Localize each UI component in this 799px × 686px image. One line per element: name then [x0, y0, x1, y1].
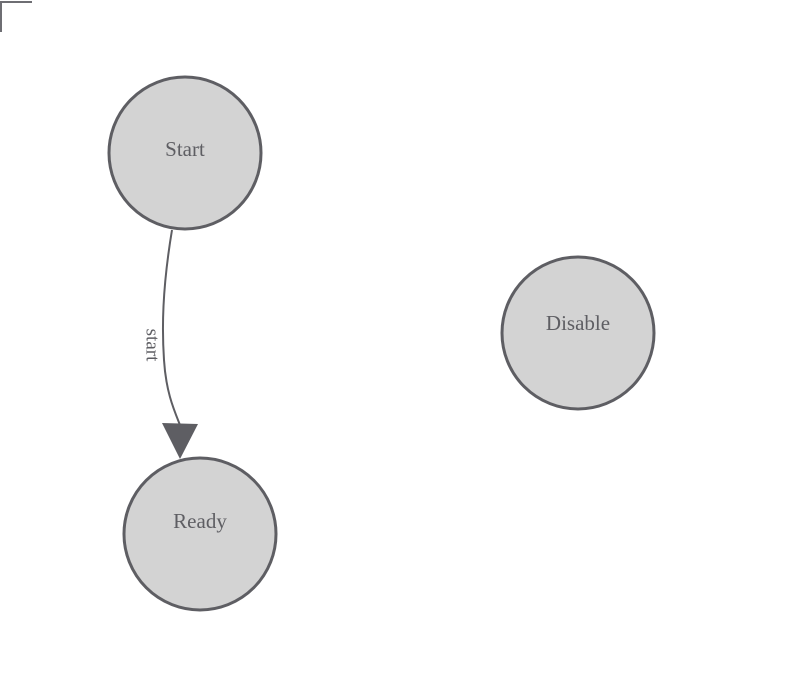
- node-start-circle[interactable]: [107, 75, 263, 231]
- node-start[interactable]: Start: [107, 75, 263, 231]
- edge-start-to-ready[interactable]: start: [142, 229, 198, 459]
- node-disable[interactable]: Disable: [500, 255, 656, 411]
- node-ready[interactable]: Ready: [122, 456, 278, 612]
- node-start-label: Start: [165, 137, 205, 161]
- node-disable-circle[interactable]: [500, 255, 656, 411]
- top-left-corner-mark: [0, 1, 32, 32]
- edge-start-to-ready-path: [161, 229, 181, 426]
- node-disable-label: Disable: [546, 311, 610, 335]
- edge-start-to-ready-arrowhead-icon: [162, 423, 198, 459]
- node-ready-circle[interactable]: [122, 456, 278, 612]
- node-ready-label: Ready: [173, 509, 227, 533]
- edge-start-to-ready-label: start: [142, 329, 163, 362]
